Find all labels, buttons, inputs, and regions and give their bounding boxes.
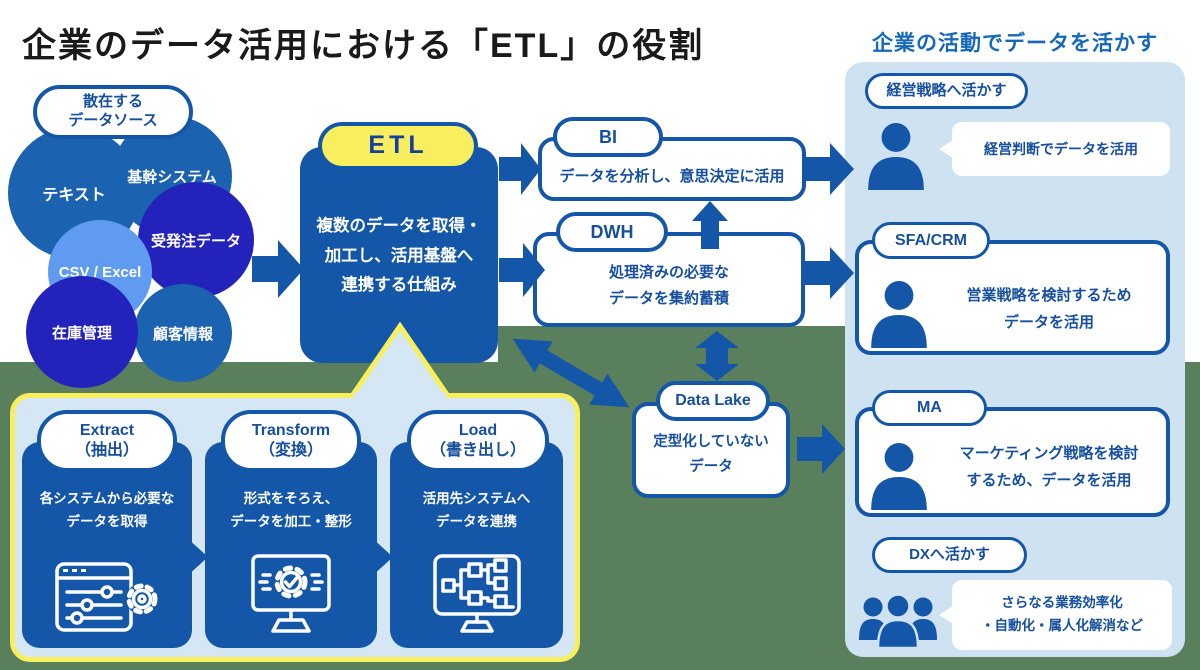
source-label: テキスト <box>42 187 106 204</box>
page-title: 企業のデータ活用における「ETL」の役割 <box>22 27 705 65</box>
dwh-box <box>533 232 805 327</box>
datalake-description: 定型化していない データ <box>653 434 769 475</box>
source-label: 顧客情報 <box>152 325 213 343</box>
load-box: 活用先システムへ データを連携 <box>390 442 563 648</box>
source-label: 基幹システム <box>127 168 217 186</box>
extract-pill: Extract （抽出） <box>37 410 177 472</box>
source-circle-inventory: 在庫管理 <box>26 276 138 388</box>
dx-pill: DXへ活かす <box>872 537 1027 573</box>
management-bubble-text: 経営判断でデータを活用 <box>984 141 1138 157</box>
window-sliders-gear-icon <box>22 562 192 636</box>
dx-bubble-text: さらなる業務効率化 ・自動化・属人化解消など <box>981 595 1143 633</box>
dx-bubble: さらなる業務効率化 ・自動化・属人化解消など <box>952 580 1172 650</box>
datalake-label: Data Lake <box>675 392 751 409</box>
arrow-dwh-datalake-double-icon <box>695 331 739 381</box>
person-icon <box>868 123 924 190</box>
load-description: 活用先システムへ データを連携 <box>422 491 531 529</box>
arrow-etl-to-bi-icon <box>499 143 541 195</box>
person-icon <box>871 281 927 348</box>
bi-label: BI <box>599 126 617 147</box>
arrow-bi-to-panel-icon <box>804 143 854 195</box>
dx-label: DXへ活かす <box>909 545 990 563</box>
sfa-crm-pill: SFA/CRM <box>872 222 990 259</box>
transform-box: 形式をそろえ、 データを加工・整形 <box>205 442 377 648</box>
etl-pill: ETL <box>318 122 478 170</box>
outcomes-header: 企業の活動でデータを活かす <box>872 32 1158 55</box>
extract-description: 各システムから必要な データを取得 <box>39 491 175 529</box>
dwh-description: 処理済みの必要な データを集約蓄積 <box>608 264 729 307</box>
extract-box: 各システムから必要な データを取得 <box>22 442 192 648</box>
arrow-etl-datalake-double-icon <box>512 338 630 408</box>
management-bubble: 経営判断でデータを活用 <box>952 122 1170 176</box>
datalake-pill: Data Lake <box>656 381 770 421</box>
sfa-crm-description: 営業戦略を検討するため データを活用 <box>966 287 1132 331</box>
etl-label: ETL <box>368 131 428 160</box>
source-label: 受発注データ <box>150 232 241 250</box>
arrow-dwh-to-bi-icon <box>692 201 728 249</box>
monitor-network-icon <box>390 554 563 636</box>
management-label: 経営戦略へ活かす <box>886 81 1007 99</box>
load-pill: Load （書き出し） <box>407 410 549 472</box>
sfa-crm-label: SFA/CRM <box>895 231 967 249</box>
bi-pill: BI <box>553 117 663 157</box>
ma-pill: MA <box>872 390 987 426</box>
arrow-datalake-to-panel-icon <box>797 424 845 474</box>
person-icon <box>871 443 927 510</box>
sources-pill-label: 散在する データソース <box>68 93 158 129</box>
people-icon <box>859 593 937 649</box>
arrow-sources-to-etl-icon <box>252 240 304 298</box>
source-circle-customer: 顧客情報 <box>134 284 232 382</box>
arrow-etl-to-dwh-icon <box>499 243 545 297</box>
management-pill: 経営戦略へ活かす <box>865 73 1028 109</box>
transform-pill: Transform （変換） <box>221 410 361 472</box>
dwh-label: DWH <box>590 221 634 242</box>
etl-callout-triangle-icon <box>349 322 451 399</box>
load-label: Load （書き出し） <box>429 422 526 459</box>
arrow-transform-to-load-icon <box>371 537 393 577</box>
arrow-extract-to-transform-icon <box>186 537 208 577</box>
ma-description: マーケティング戦略を検討 するため、データを活用 <box>959 445 1139 489</box>
source-label: 在庫管理 <box>51 324 112 342</box>
sources-pill: 散在する データソース <box>33 85 193 139</box>
source-circle-orders: 受発注データ <box>138 182 254 298</box>
bi-description: データを分析し、意思決定に活用 <box>559 168 785 185</box>
monitor-gear-check-icon <box>205 554 377 636</box>
extract-label: Extract （抽出） <box>74 422 139 459</box>
dwh-pill: DWH <box>556 212 668 252</box>
transform-description: 形式をそろえ、 データを加工・整形 <box>230 491 352 529</box>
transform-label: Transform （変換） <box>251 422 331 459</box>
ma-label: MA <box>917 399 942 416</box>
arrow-dwh-to-panel-icon <box>804 247 854 299</box>
etl-description: 複数のデータを取得・ 加工し、活用基盤へ 連携する仕組み <box>316 217 482 295</box>
